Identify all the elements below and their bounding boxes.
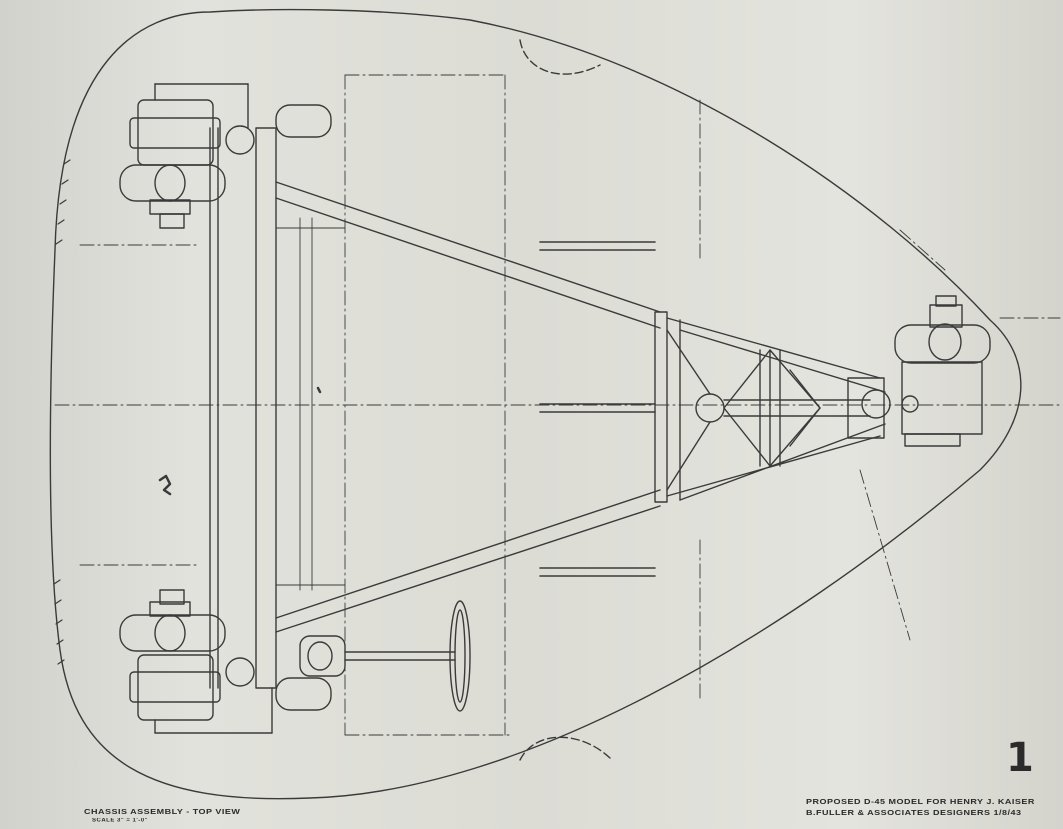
ink-marks bbox=[158, 386, 322, 496]
rear-wheel-assembly bbox=[847, 295, 991, 447]
truss-bracing bbox=[666, 329, 871, 491]
scale-note: SCALE 3" = 1'-0" bbox=[92, 818, 148, 824]
drawing-title: CHASSIS ASSEMBLY - TOP VIEW bbox=[84, 807, 241, 816]
front-axle-beam bbox=[209, 127, 346, 689]
floor-markers bbox=[539, 241, 656, 577]
body-outline bbox=[49, 8, 1022, 800]
steering-assembly bbox=[299, 600, 471, 712]
sheet-number: 1 bbox=[1006, 735, 1034, 781]
triangle-frame bbox=[275, 181, 886, 633]
credit-line-1: PROPOSED D-45 MODEL FOR HENRY J. KAISER bbox=[806, 797, 1035, 806]
wheel-well-top bbox=[519, 39, 601, 75]
wheel-well-bottom bbox=[519, 736, 611, 761]
edge-hatching bbox=[53, 159, 71, 665]
centerlines bbox=[54, 74, 1061, 736]
front-right-wheel-assembly bbox=[119, 589, 332, 734]
front-left-wheel-assembly bbox=[119, 83, 332, 229]
credit-line-2: B.FULLER & ASSOCIATES DESIGNERS 1/8/43 bbox=[806, 808, 1022, 817]
